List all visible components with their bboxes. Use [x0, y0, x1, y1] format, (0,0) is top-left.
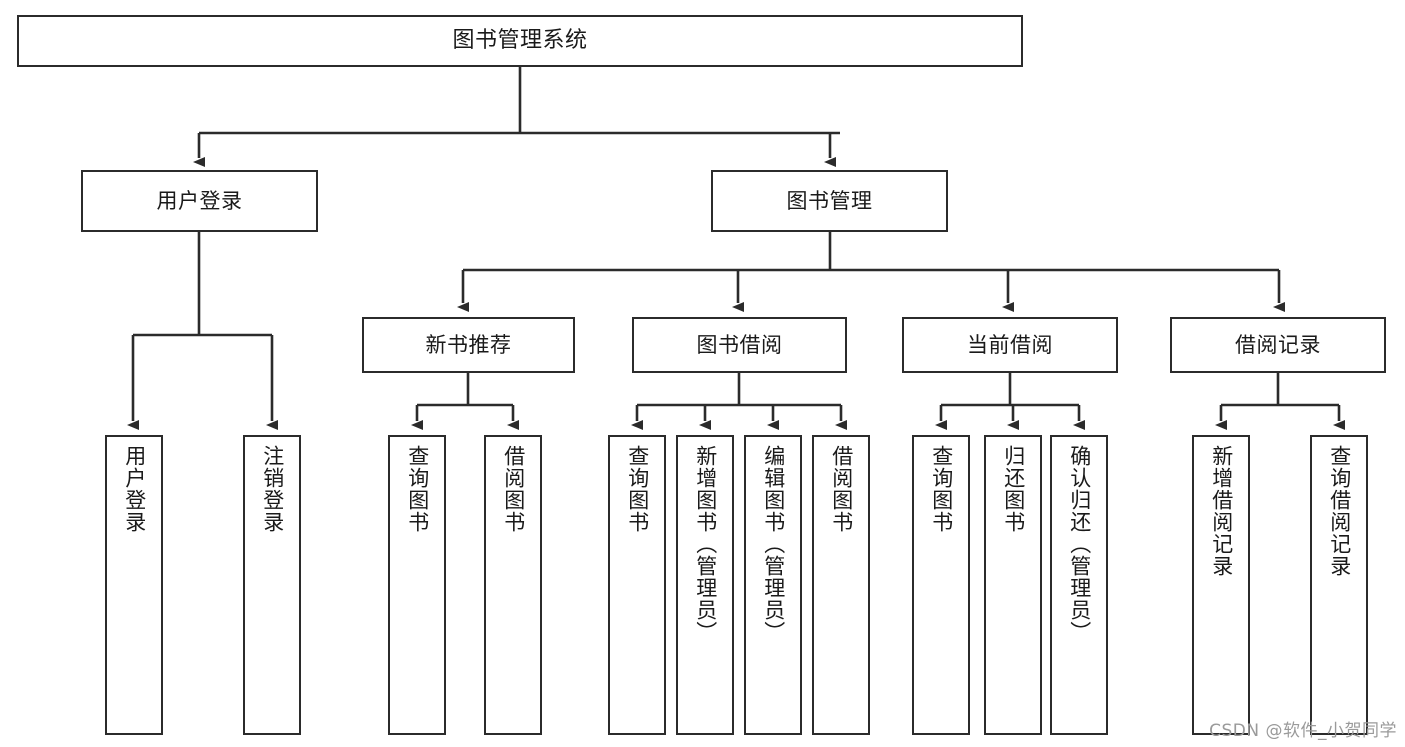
watermark: CSDN @软件_小贺同学 — [1209, 721, 1397, 741]
node-leaf-user-login[interactable]: 用户登录 — [105, 435, 163, 735]
node-leaf-borrow-book-1[interactable]: 借阅图书 — [484, 435, 542, 735]
node-user-login-label: 用户登录 — [156, 188, 243, 213]
node-book-manage-label: 图书管理 — [786, 188, 873, 213]
node-book-manage[interactable]: 图书管理 — [711, 170, 948, 232]
node-current-borrow-label: 当前借阅 — [967, 332, 1053, 357]
node-book-borrow[interactable]: 图书借阅 — [632, 317, 847, 373]
node-leaf-confirm-return[interactable]: 确认归还（管理员） — [1050, 435, 1108, 735]
node-borrow-record-label: 借阅记录 — [1235, 332, 1321, 357]
node-leaf-borrow-book-2-label: 借阅图书 — [829, 445, 854, 533]
node-leaf-query-book-2-label: 查询图书 — [625, 445, 650, 533]
node-leaf-confirm-return-label: 确认归还（管理员） — [1067, 445, 1092, 643]
node-root[interactable]: 图书管理系统 — [17, 15, 1023, 67]
node-leaf-query-book-1-label: 查询图书 — [405, 445, 430, 533]
node-borrow-record[interactable]: 借阅记录 — [1170, 317, 1386, 373]
node-new-book-recommend-label: 新书推荐 — [425, 332, 512, 357]
node-leaf-borrow-book-2[interactable]: 借阅图书 — [812, 435, 870, 735]
node-leaf-add-book-label: 新增图书（管理员） — [693, 445, 718, 643]
node-user-login[interactable]: 用户登录 — [81, 170, 318, 232]
node-current-borrow[interactable]: 当前借阅 — [902, 317, 1118, 373]
node-new-book-recommend[interactable]: 新书推荐 — [362, 317, 575, 373]
node-leaf-return-book[interactable]: 归还图书 — [984, 435, 1042, 735]
node-leaf-edit-book[interactable]: 编辑图书（管理员） — [744, 435, 802, 735]
node-leaf-add-book[interactable]: 新增图书（管理员） — [676, 435, 734, 735]
node-leaf-borrow-book-1-label: 借阅图书 — [501, 445, 526, 533]
node-leaf-user-logout[interactable]: 注销登录 — [243, 435, 301, 735]
node-leaf-query-record[interactable]: 查询借阅记录 — [1310, 435, 1368, 735]
node-leaf-add-record-label: 新增借阅记录 — [1209, 445, 1234, 577]
node-leaf-query-book-2[interactable]: 查询图书 — [608, 435, 666, 735]
node-leaf-user-logout-label: 注销登录 — [260, 445, 285, 533]
node-leaf-query-record-label: 查询借阅记录 — [1327, 445, 1352, 577]
node-leaf-query-book-3-label: 查询图书 — [929, 445, 954, 533]
node-leaf-user-login-label: 用户登录 — [122, 445, 147, 533]
node-root-label: 图书管理系统 — [452, 28, 588, 54]
node-leaf-query-book-3[interactable]: 查询图书 — [912, 435, 970, 735]
node-leaf-edit-book-label: 编辑图书（管理员） — [761, 445, 786, 643]
node-leaf-query-book-1[interactable]: 查询图书 — [388, 435, 446, 735]
node-leaf-return-book-label: 归还图书 — [1001, 445, 1026, 533]
node-leaf-add-record[interactable]: 新增借阅记录 — [1192, 435, 1250, 735]
node-book-borrow-label: 图书借阅 — [696, 332, 783, 357]
